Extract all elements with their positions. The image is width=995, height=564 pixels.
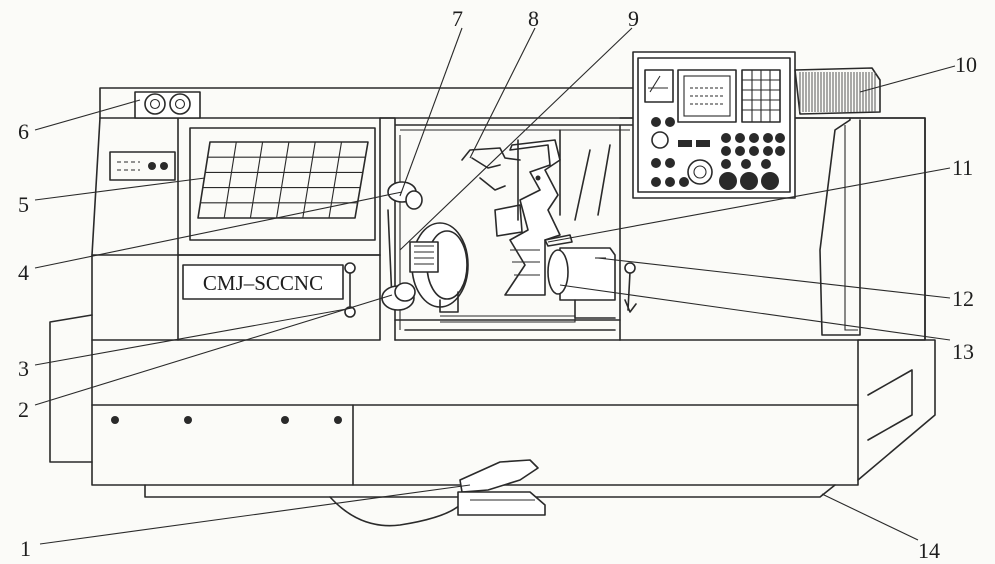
sliding-door xyxy=(517,129,611,221)
switch-knob-right xyxy=(169,93,191,115)
cnc-control-panel xyxy=(632,51,796,199)
headstock-panel-frame xyxy=(189,127,376,241)
switch-knob-left xyxy=(144,93,166,115)
indicator-light-1 xyxy=(148,162,156,170)
callout-13: 13 xyxy=(952,339,974,364)
chuck xyxy=(409,222,469,313)
callout-7: 7 xyxy=(452,6,463,31)
tailstock-lever xyxy=(627,271,631,311)
right-door xyxy=(819,117,861,336)
chip-tray xyxy=(857,117,936,481)
leader-lines xyxy=(34,27,956,545)
model-plate xyxy=(182,264,344,300)
tool-post-arm xyxy=(461,147,521,191)
chuck-knobs xyxy=(381,181,423,311)
work-area-frame xyxy=(379,117,636,341)
model-plate-text: CMJ–SCCNC xyxy=(203,271,323,295)
callout-10: 10 xyxy=(955,52,977,77)
callout-8: 8 xyxy=(528,6,539,31)
bed-rails xyxy=(394,319,621,341)
callout-1: 1 xyxy=(20,536,31,561)
callout-6: 6 xyxy=(18,119,29,144)
headstock-inner-panel xyxy=(177,117,381,341)
control-arm xyxy=(794,67,881,115)
callout-9: 9 xyxy=(628,6,639,31)
tool-turret xyxy=(494,139,561,296)
workpiece xyxy=(544,234,573,247)
callout-14: 14 xyxy=(918,538,940,563)
callout-2: 2 xyxy=(18,397,29,422)
indicator-light-2 xyxy=(160,162,168,170)
callout-4: 4 xyxy=(18,260,29,285)
callout-5: 5 xyxy=(18,192,29,217)
callout-11: 11 xyxy=(952,155,973,180)
foot-pedal xyxy=(329,459,546,527)
spindle-speed-grid-window xyxy=(197,141,369,219)
left-chip-tray xyxy=(49,314,93,463)
lower-body xyxy=(91,339,859,486)
indicator-panel xyxy=(109,151,176,181)
callout-3: 3 xyxy=(18,356,29,381)
base-rivets xyxy=(111,416,342,424)
callout-12: 12 xyxy=(952,286,974,311)
